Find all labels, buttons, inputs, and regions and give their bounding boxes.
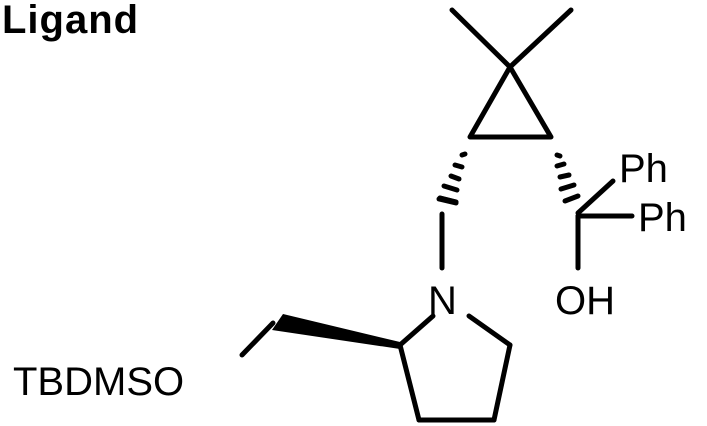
wedge-bond	[272, 314, 400, 349]
phenyl-right-label: Ph	[638, 196, 687, 240]
hashed-bond-right	[554, 152, 581, 204]
hashed-bond-left-tail	[436, 196, 459, 206]
n-c2-bond	[397, 313, 436, 348]
cyclopropane-ring	[467, 64, 554, 140]
c4-c5-bond	[491, 342, 513, 423]
ch2-o-bond	[239, 320, 276, 358]
n-c5-bond	[466, 313, 513, 348]
c-ph-upper-bond	[575, 178, 616, 216]
hydroxyl-label: OH	[555, 279, 615, 323]
nitrogen-label: N	[428, 279, 457, 323]
tbdmso-label: TBDMSO	[13, 360, 184, 404]
c2-c3-bond	[397, 342, 422, 423]
hashed-bond-left	[437, 151, 468, 205]
methyl-bond-right	[507, 7, 574, 70]
phenyl-upper-label: Ph	[619, 147, 668, 191]
methyl-bond-left	[449, 7, 513, 70]
diagram-title: Ligand	[2, 0, 140, 42]
